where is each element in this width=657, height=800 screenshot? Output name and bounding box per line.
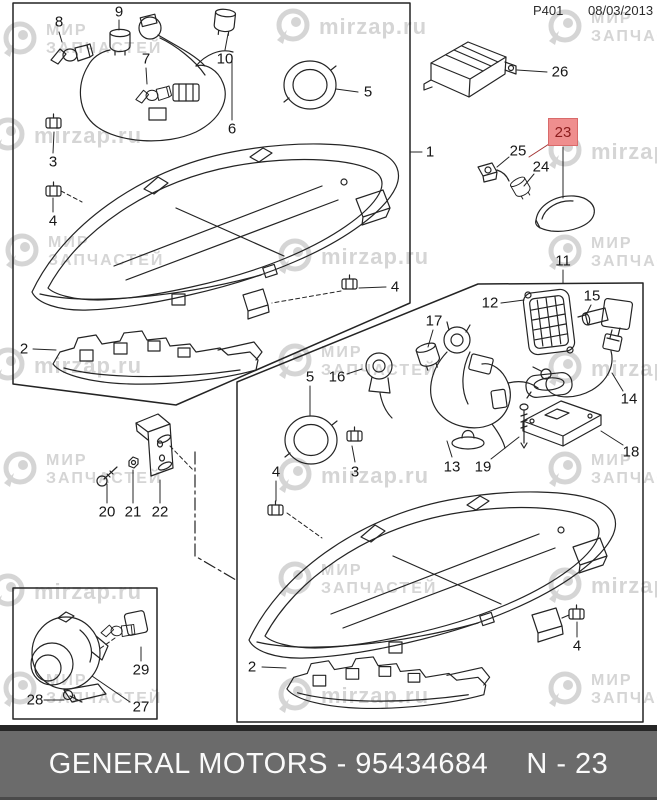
part-callout-6: 6 xyxy=(227,120,237,138)
xenon-bulb-part-15 xyxy=(577,297,634,339)
part-callout-19: 19 xyxy=(474,458,492,476)
ballast-module-part-18 xyxy=(522,400,602,447)
screw-part-20 xyxy=(96,466,118,487)
part-callout-12: 12 xyxy=(481,294,499,312)
footer-bar: GENERAL MOTORS - 95434684 N - 23 xyxy=(0,725,657,800)
part-callout-9: 9 xyxy=(114,3,124,21)
part-callout-25: 25 xyxy=(509,142,527,160)
part-callout-4: 4 xyxy=(48,212,58,230)
part-callout-26: 26 xyxy=(551,63,569,81)
tray-part xyxy=(525,372,573,399)
footer-sheet-ref: N - 23 xyxy=(526,747,609,780)
part-callout-16: 16 xyxy=(328,368,346,386)
part-callout-2: 2 xyxy=(19,340,29,358)
part-callout-2: 2 xyxy=(247,658,257,676)
brand-logo-icon xyxy=(548,9,582,45)
watermark-site: mirzap.ru xyxy=(0,343,142,389)
brand-logo-icon xyxy=(548,567,582,603)
leader-lines xyxy=(32,19,624,703)
part-callout-4: 4 xyxy=(390,278,400,296)
part-callout-15: 15 xyxy=(583,287,601,305)
part-callout-24: 24 xyxy=(532,158,550,176)
footer-top-stripe xyxy=(0,725,657,731)
bracket-part-22 xyxy=(135,413,174,477)
part-callout-14: 14 xyxy=(620,390,638,408)
side-marker-lamp-part-23 xyxy=(535,195,595,232)
harness-part-6 xyxy=(79,37,234,142)
watermark-site: mirzap.ru xyxy=(270,4,427,50)
screw-part-28 xyxy=(62,689,83,703)
part-callout-21: 21 xyxy=(124,503,142,521)
brand-logo-icon xyxy=(3,21,37,57)
part-callout-8: 8 xyxy=(54,13,64,31)
part-callout-27: 27 xyxy=(132,698,150,716)
part-callout-7: 7 xyxy=(141,50,151,68)
part-callout-1: 1 xyxy=(425,143,435,161)
brand-logo-icon xyxy=(276,8,310,44)
part-callout-22: 22 xyxy=(151,503,169,521)
socket-part-16 xyxy=(365,352,393,419)
watermark-site: mirzap.ru xyxy=(0,113,142,159)
footer-part-number: GENERAL MOTORS - 95434684 xyxy=(48,747,489,780)
part-callout-17: 17 xyxy=(425,312,443,330)
watermark-site: mirzap.ru xyxy=(542,563,657,609)
part-callout-28: 28 xyxy=(26,691,44,709)
part-callout-3: 3 xyxy=(48,153,58,171)
nut-part-21 xyxy=(128,456,139,469)
part-callout-29: 29 xyxy=(132,661,150,679)
brand-logo-icon xyxy=(278,457,312,493)
socket-connector-10 xyxy=(138,13,206,67)
part-callout-13: 13 xyxy=(443,458,461,476)
part-callout-3: 3 xyxy=(350,463,360,481)
highlighted-part-callout-23: 23 xyxy=(548,118,578,146)
adjuster-headlamp-1 xyxy=(242,288,270,320)
brand-logo-icon xyxy=(548,451,582,487)
connector-part-25 xyxy=(477,162,510,183)
cable-part-14 xyxy=(532,333,623,398)
brand-logo-icon xyxy=(548,671,582,707)
part-callout-10: 10 xyxy=(216,50,234,68)
brand-logo-icon xyxy=(3,671,37,707)
adjuster-headlamp-2 xyxy=(531,607,570,643)
part-callout-5: 5 xyxy=(363,83,373,101)
part-callout-5: 5 xyxy=(305,368,315,386)
dash-dot-connector xyxy=(194,451,237,581)
part-callout-20: 20 xyxy=(98,503,116,521)
part-callout-11: 11 xyxy=(555,252,571,270)
brand-logo-icon xyxy=(3,451,37,487)
fog-lamp-part-27 xyxy=(30,611,109,703)
panel-borders xyxy=(12,2,644,723)
brand-logo-icon xyxy=(548,350,582,386)
watermark-site: mirzap.ru xyxy=(272,673,429,719)
fog-bulb-part-29 xyxy=(100,610,149,642)
revision-date: 08/03/2013 xyxy=(588,3,654,18)
page-code: P401 xyxy=(533,3,564,18)
brand-logo-icon xyxy=(548,234,582,270)
part-callout-18: 18 xyxy=(622,443,640,461)
watermark-site: mirzap.ru xyxy=(0,569,142,615)
part-callout-4: 4 xyxy=(572,637,582,655)
watermark-site: mirzap.ru xyxy=(272,453,429,499)
vent-cover-part-12 xyxy=(522,288,576,356)
watermark-site: mirzap.ru xyxy=(542,346,657,392)
screw-part-19 xyxy=(519,403,529,449)
harness-part-13 xyxy=(430,321,539,450)
part-callout-4: 4 xyxy=(271,463,281,481)
module-part-26 xyxy=(423,41,517,98)
